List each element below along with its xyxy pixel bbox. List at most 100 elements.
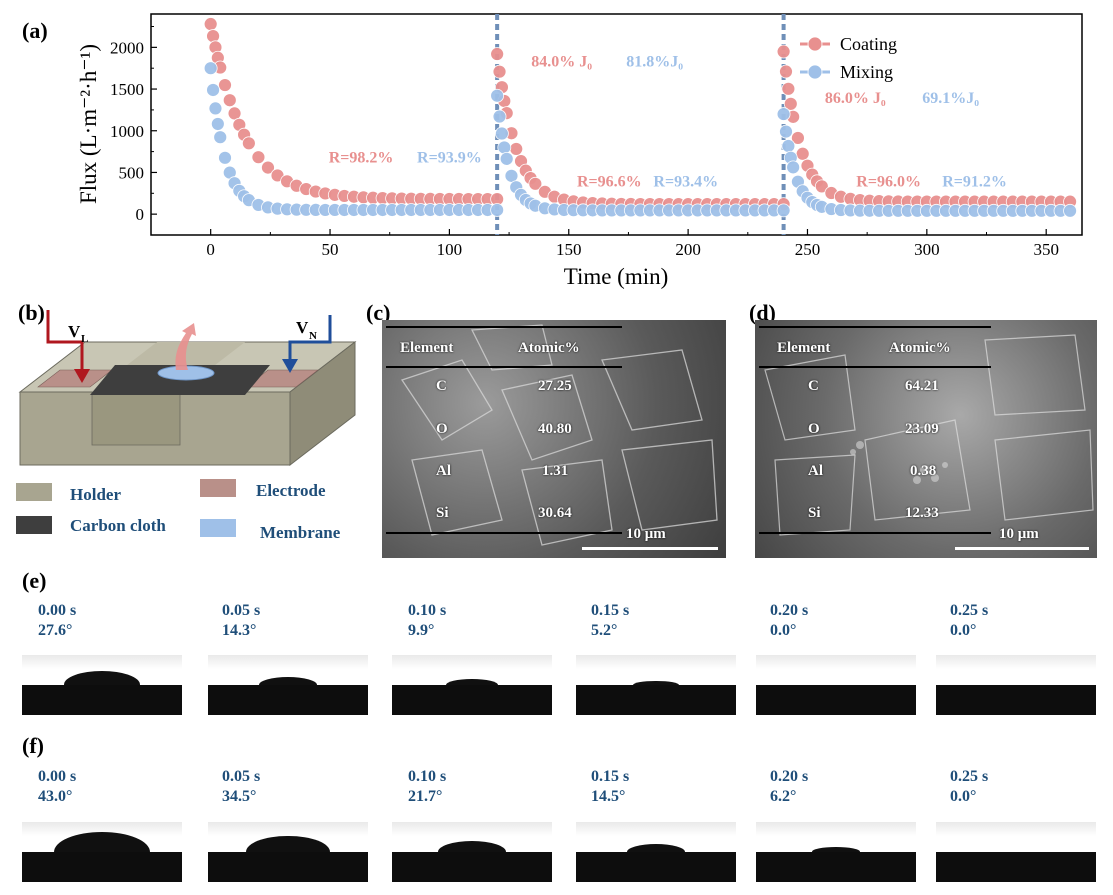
data-point bbox=[814, 179, 829, 194]
sem-c-row-el: C bbox=[436, 378, 447, 394]
sem-c-row-val: 30.64 bbox=[538, 505, 572, 521]
y-tick-label: 2000 bbox=[110, 38, 144, 57]
y-tick-label: 500 bbox=[119, 163, 145, 182]
y-tick-label: 0 bbox=[136, 205, 145, 224]
sem-d-row-val: 12.33 bbox=[905, 505, 939, 521]
photo-background bbox=[392, 822, 552, 836]
sem-d-row-el: C bbox=[808, 378, 819, 394]
x-tick-label: 350 bbox=[1033, 240, 1059, 259]
sem-d-rule-mid bbox=[759, 366, 991, 368]
time-label: 0.10 s bbox=[408, 768, 447, 785]
x-tick-label: 0 bbox=[206, 240, 215, 259]
droplet-photo bbox=[936, 655, 1096, 715]
angle-label: 9.9° bbox=[408, 622, 435, 639]
time-label: 0.15 s bbox=[591, 768, 630, 785]
data-point bbox=[492, 109, 507, 124]
x-tick-label: 300 bbox=[914, 240, 940, 259]
membrane-surface bbox=[756, 685, 916, 715]
data-point bbox=[213, 130, 228, 145]
photo-background bbox=[576, 822, 736, 836]
legend-swatch-electrode bbox=[200, 479, 236, 497]
membrane-surface bbox=[576, 685, 736, 715]
photo-background bbox=[756, 655, 916, 669]
x-tick-label: 200 bbox=[675, 240, 701, 259]
x-axis-label: Time (min) bbox=[564, 264, 669, 289]
y-axis-label: Flux (L·m⁻²·h⁻¹) bbox=[76, 44, 101, 204]
time-label: 0.15 s bbox=[591, 602, 630, 619]
time-label: 0.10 s bbox=[408, 602, 447, 619]
x-tick-label: 50 bbox=[322, 240, 339, 259]
scale-bar-c bbox=[582, 547, 718, 550]
sem-c-row-val: 1.31 bbox=[542, 463, 569, 479]
droplet-photo bbox=[208, 822, 368, 882]
legend-carbon-cloth: Carbon cloth bbox=[70, 516, 166, 535]
series-mixing bbox=[203, 61, 1077, 218]
sem-d-row-val: 64.21 bbox=[905, 378, 939, 394]
legend-holder: Holder bbox=[70, 485, 121, 504]
water-droplet bbox=[64, 671, 140, 685]
sem-c-header-atomic: Atomic% bbox=[518, 340, 580, 356]
device-schematic: V L V N bbox=[18, 310, 357, 467]
angle-label: 14.5° bbox=[591, 788, 626, 805]
angle-label: 14.3° bbox=[222, 622, 257, 639]
droplet-photo bbox=[392, 822, 552, 882]
panel-label-a: (a) bbox=[22, 18, 48, 43]
data-point bbox=[791, 131, 805, 145]
water-droplet bbox=[54, 831, 150, 852]
sem-c-row-el: O bbox=[436, 421, 448, 437]
legend-swatch-carbon-cloth bbox=[16, 516, 52, 534]
data-point bbox=[203, 61, 218, 76]
membrane-surface bbox=[208, 685, 368, 715]
legend-label: Mixing bbox=[840, 62, 893, 82]
sem-d-row-val: 23.09 bbox=[905, 421, 939, 437]
data-point bbox=[490, 47, 505, 61]
angle-label: 21.7° bbox=[408, 788, 443, 805]
data-point bbox=[206, 29, 220, 43]
angle-label: 0.0° bbox=[950, 788, 977, 805]
wire-left bbox=[46, 310, 84, 375]
annotation: 84.0% J₀ bbox=[531, 54, 592, 71]
data-point bbox=[783, 96, 798, 111]
membrane-surface bbox=[392, 852, 552, 882]
annotation: R=98.2% bbox=[329, 149, 394, 166]
sem-c-rule-bottom bbox=[386, 532, 622, 534]
angle-label: 34.5° bbox=[222, 788, 257, 805]
droplet-photo bbox=[936, 822, 1096, 882]
legend-membrane: Membrane bbox=[260, 523, 341, 542]
droplet-photo bbox=[392, 655, 552, 715]
sem-d-header-atomic: Atomic% bbox=[889, 340, 951, 356]
sem-d-row-el: Si bbox=[808, 505, 821, 521]
data-point bbox=[779, 124, 793, 139]
x-tick-label: 100 bbox=[437, 240, 463, 259]
legend-marker bbox=[807, 36, 823, 52]
data-point bbox=[218, 78, 232, 92]
legend-label: Coating bbox=[840, 34, 897, 54]
data-point bbox=[495, 126, 509, 141]
legend-swatch-holder bbox=[16, 483, 52, 501]
time-label: 0.05 s bbox=[222, 768, 261, 785]
annotation: 86.0% J₀ bbox=[825, 90, 886, 107]
membrane-surface bbox=[22, 685, 182, 715]
sem-c-header-element: Element bbox=[400, 340, 454, 356]
wire-right-arrow bbox=[282, 359, 298, 373]
sem-c-row-el: Al bbox=[436, 463, 451, 479]
data-point bbox=[779, 64, 793, 79]
time-label: 0.00 s bbox=[38, 602, 77, 619]
data-point bbox=[795, 146, 810, 161]
photo-background bbox=[22, 655, 182, 669]
annotation: R=93.4% bbox=[653, 174, 718, 191]
scale-label-d: 10 μm bbox=[999, 526, 1039, 542]
vapor-arrow bbox=[175, 323, 196, 370]
sem-d-row-el: O bbox=[808, 421, 820, 437]
data-point bbox=[509, 142, 524, 156]
water-droplet bbox=[811, 847, 861, 852]
contact-angle-label: 0.15 s 14.5° bbox=[591, 767, 629, 807]
sem-texture-d bbox=[764, 334, 1094, 536]
water-droplet bbox=[437, 840, 507, 852]
